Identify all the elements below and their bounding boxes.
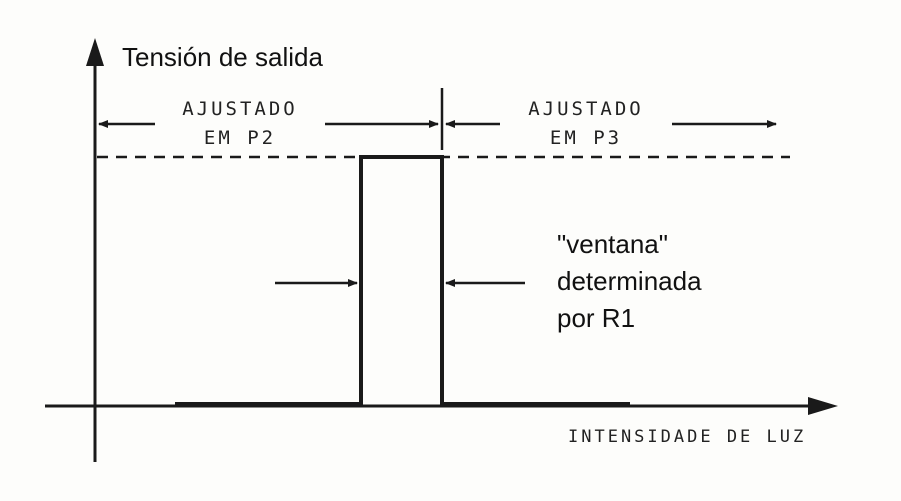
y-axis-arrow-icon bbox=[86, 38, 104, 66]
region-left-label-line1: AJUSTADO bbox=[182, 98, 298, 120]
region-left-label-line2: EM P2 bbox=[204, 127, 276, 149]
region-right-label-line2: EM P3 bbox=[550, 127, 622, 149]
region-right-label-line1: AJUSTADO bbox=[528, 98, 644, 120]
x-axis-label: INTENSIDADE DE LUZ bbox=[568, 427, 806, 447]
window-note-line3: por R1 bbox=[557, 303, 635, 333]
window-note-line2: determinada bbox=[557, 266, 702, 296]
y-axis-label: Tensión de salida bbox=[122, 42, 323, 72]
window-note-line1: "ventana" bbox=[557, 229, 668, 259]
x-axis-arrow-icon bbox=[808, 397, 838, 415]
output-pulse-trace bbox=[175, 155, 630, 406]
